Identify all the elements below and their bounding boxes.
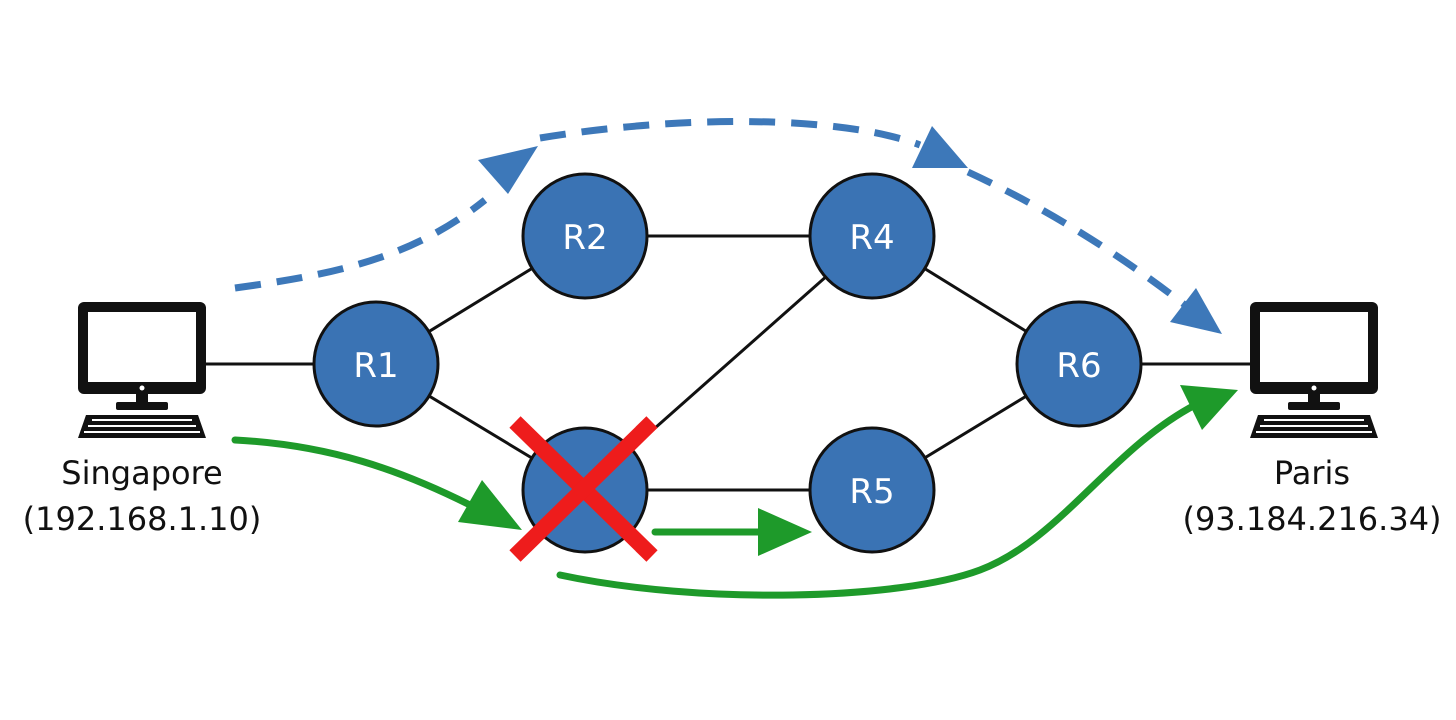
computer-icon [1250,302,1378,438]
reroute-segment [231,436,474,509]
source-host-name: Singapore [61,454,222,492]
router-r5: R5 [808,426,936,554]
router-circle [312,300,440,428]
original-route-segment [234,197,488,292]
router-label: R4 [849,218,894,258]
router-label: R2 [562,218,607,258]
router-r1: R1 [312,300,440,428]
reroute-segment [556,401,1199,599]
router-circle [808,172,936,300]
router-circle [1015,300,1143,428]
original-route [234,118,1222,334]
original-route-arrowhead [478,146,538,194]
router-circle [521,172,649,300]
original-route-segment [539,118,922,149]
original-route-segment [966,168,1188,308]
original-route-arrowhead [912,126,968,168]
reroute-arrowhead [1180,385,1238,430]
router-label: R1 [353,346,398,386]
router-label: R6 [1056,346,1101,386]
router-r6: R6 [1015,300,1143,428]
reroute-path [231,385,1238,599]
router-circle [808,426,936,554]
original-route-arrowhead [1170,288,1222,334]
destination-host-name: Paris [1274,454,1350,492]
router-r4: R4 [808,172,936,300]
reroute-arrowhead [458,480,522,530]
reroute-arrowhead [758,508,812,556]
source-host-ip: (192.168.1.10) [23,500,262,538]
computer-icon [78,302,206,438]
router-r2: R2 [521,172,649,300]
router-label: R5 [849,472,894,512]
x-mark-icon [509,416,658,562]
destination-host-ip: (93.184.216.34) [1182,500,1441,538]
